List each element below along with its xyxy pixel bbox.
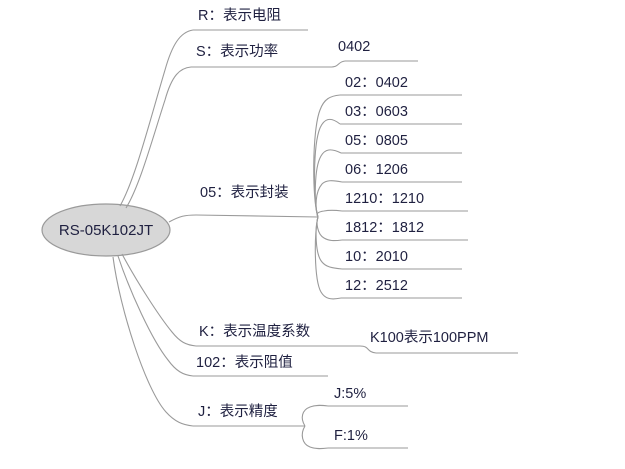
connector-pkg-to-item-5 <box>316 216 343 242</box>
connector-root-to-s <box>125 66 192 209</box>
connector-root-to-pkg <box>168 214 319 223</box>
connector-k-to-ppm <box>359 345 377 354</box>
connector-root-to-val <box>117 255 194 377</box>
connector-pkg-to-item-3 <box>315 180 343 218</box>
connector-root-to-r <box>119 29 194 207</box>
connector-root-to-k <box>121 253 197 347</box>
connector-s-to-0402 <box>329 60 346 68</box>
connector-pkg-to-item-0 <box>313 94 341 218</box>
root-node-ellipse[interactable] <box>41 203 171 257</box>
connector-pkg-to-item-6 <box>315 216 343 270</box>
connector-pkg-to-item-4 <box>316 209 343 218</box>
connector-root-to-j <box>112 256 194 427</box>
connector-pkg-to-item-2 <box>314 149 342 218</box>
connector-j-to-j5 <box>301 404 329 427</box>
connector-j-to-f1 <box>301 425 329 450</box>
connector-pkg-to-item-1 <box>313 118 341 218</box>
connector-pkg-to-item-7 <box>314 216 342 300</box>
